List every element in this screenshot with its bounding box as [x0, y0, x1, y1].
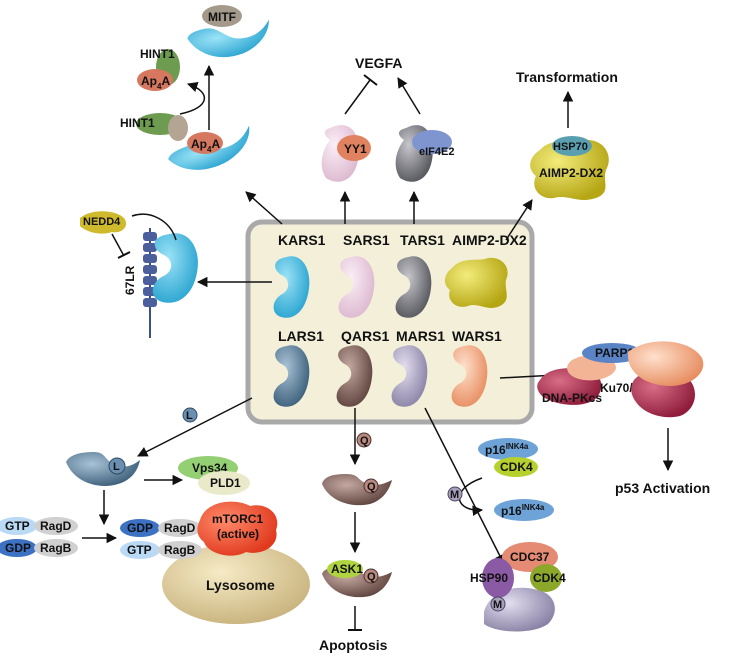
lysosome-label: Lysosome [206, 577, 275, 593]
nedd4-molecule [80, 211, 127, 234]
gdp-label-1: GDP [5, 541, 31, 555]
svg-text:p16INK4a: p16INK4a [501, 503, 545, 518]
kars1-label: KARS1 [278, 232, 326, 248]
parp1-molecule [582, 343, 642, 363]
methionine-label-2: M [493, 599, 502, 611]
lars1-leucine-complex [66, 452, 140, 486]
svg-text:p16INK4a: p16INK4a [485, 442, 529, 457]
lysosome [162, 544, 310, 624]
gdp-label-2: GDP [127, 521, 153, 535]
ask1-molecule [327, 560, 363, 578]
leucine-label-1: L [186, 410, 193, 422]
arrow-aimp-up [505, 199, 533, 241]
hsp70-molecule [552, 136, 592, 156]
apoptosis-label: Apoptosis [319, 637, 388, 653]
pld1-molecule [198, 471, 250, 495]
ap4a-b: Ap [191, 137, 207, 151]
ap4a-a: Ap [141, 74, 157, 88]
parp1-label: PARP1 [595, 346, 634, 360]
mtorc1-active-label: (active) [217, 527, 259, 541]
cdk4-molecule-a [494, 457, 538, 477]
dnapkcs-label: DNA-PKcs [542, 391, 602, 405]
mars1-label: MARS1 [396, 328, 445, 344]
p16-molecule-a [478, 438, 538, 460]
mitf-label: MITF [208, 10, 236, 24]
leucine-label-2: L [113, 461, 120, 473]
67lr-label: 67LR [123, 265, 137, 295]
eif4e2-molecule [412, 130, 452, 154]
ap4a-molecule-b [187, 132, 223, 154]
inhibit-kars-nedd4 [131, 213, 177, 241]
ask1-label: ASK1 [331, 562, 363, 576]
arrow-mars-down [424, 407, 505, 565]
aimp2-dx2-enzyme [444, 257, 508, 308]
ragb-label-2: RagB [164, 543, 196, 557]
mtorc1-label: mTORC1 [212, 512, 263, 526]
mtorc1-complex [197, 501, 278, 556]
p16-label-b: p16 [501, 504, 522, 518]
ragd-label-2: RagD [164, 521, 196, 535]
ragb-label-1: RagB [40, 541, 72, 555]
leucine-marker-1 [182, 407, 198, 423]
p53-activation-label: p53 Activation [615, 480, 710, 496]
ap4a-molecule-a [137, 69, 173, 91]
pld1-label: PLD1 [210, 476, 241, 490]
nedd4-label: NEDD4 [83, 216, 121, 228]
glutamine-label-1: Q [360, 435, 369, 447]
svg-text:Ap4A: Ap4A [141, 74, 170, 91]
yy1-label: YY1 [344, 142, 367, 156]
inhibit-sars-vegfa [344, 79, 371, 115]
arrow-kars-up [245, 191, 283, 225]
gtp-label-1: GTP [5, 519, 30, 533]
inhibit-nedd4-67lr [111, 233, 125, 257]
hsp70-label: HSP70 [553, 141, 588, 153]
cdk4-label-b: CDK4 [533, 571, 566, 585]
lars1-label: LARS1 [278, 328, 324, 344]
eif4e2-label: eIF4E2 [419, 146, 454, 158]
wars1-label: WARS1 [452, 328, 502, 344]
hsp90-molecule [482, 558, 514, 598]
aimp2-dx2-hsp70-complex [530, 140, 609, 200]
tars1-label: TARS1 [400, 232, 445, 248]
gtp-label-2: GTP [127, 543, 152, 557]
hint1-label-a: HINT1 [140, 47, 175, 61]
p53-complex-peach [627, 341, 704, 386]
aimp2-dx2-complex-label: AIMP2-DX2 [539, 166, 603, 180]
yy1-molecule [337, 135, 371, 161]
ragd-label-1: RagD [40, 519, 72, 533]
svg-text:Ap4A: Ap4A [191, 137, 220, 154]
arrow-hint1-ap4a [179, 82, 206, 115]
aimp2-dx2-label: AIMP2-DX2 [452, 232, 527, 248]
vegfa-label: VEGFA [355, 55, 402, 71]
glutamine-label-3: Q [367, 571, 376, 583]
cdc37-label: CDC37 [510, 550, 550, 564]
cdk4-molecule-b [530, 564, 562, 592]
arrow-tars-vegfa [397, 77, 421, 115]
glutamine-label-2: Q [367, 481, 376, 493]
kars1-bound-67lr [152, 233, 198, 303]
hint1-label-b: HINT1 [120, 116, 155, 130]
qars1-label: QARS1 [341, 328, 389, 344]
hsp90-label: HSP90 [470, 571, 508, 585]
arrow-lars-down [137, 397, 253, 457]
sars1-label: SARS1 [343, 232, 390, 248]
qars1-glutamine-complex [322, 474, 392, 506]
67lr-receptor [143, 232, 157, 307]
cdk4-label-a: CDK4 [500, 460, 533, 474]
p16-molecule-b [494, 499, 554, 521]
methionine-label-1: M [450, 489, 459, 501]
p16-label-a: p16 [485, 443, 506, 457]
transformation-label: Transformation [516, 69, 618, 85]
